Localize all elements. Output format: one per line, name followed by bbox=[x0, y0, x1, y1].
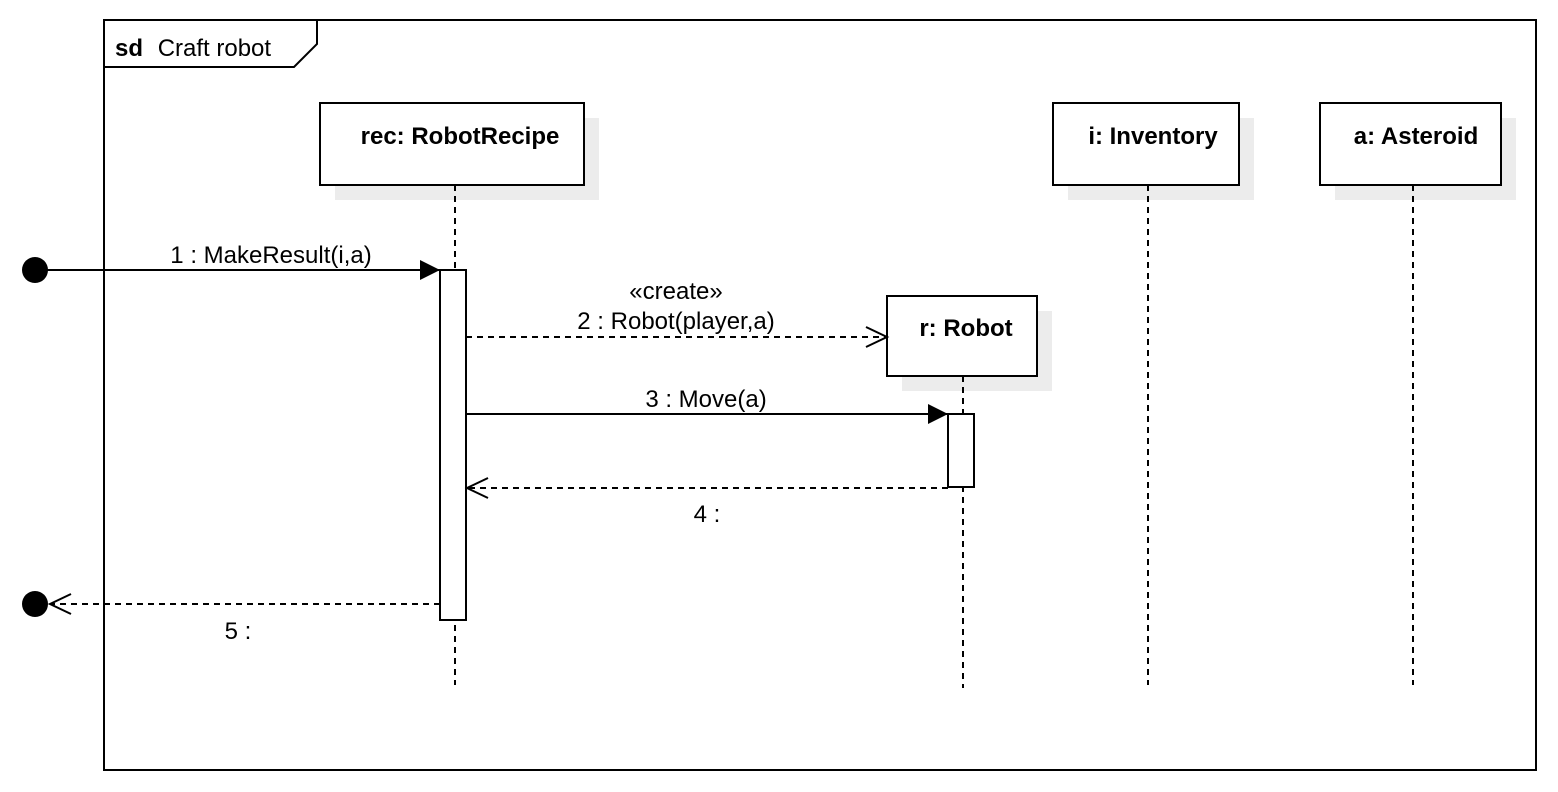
lifeline-robot-label: r: Robot bbox=[919, 315, 1012, 342]
activation-robot bbox=[947, 413, 975, 488]
message-5: 5 : bbox=[22, 591, 440, 645]
lifeline-asteroid-label: a: Asteroid bbox=[1354, 123, 1478, 150]
frame-name: Craft robot bbox=[158, 35, 272, 62]
lifeline-inventory: i: Inventory bbox=[1052, 102, 1254, 685]
frame-keyword: sd bbox=[115, 35, 143, 62]
lifeline-rec: rec: RobotRecipe bbox=[319, 102, 599, 685]
message-4-label: 4 : bbox=[694, 501, 721, 528]
lost-message-dot bbox=[22, 591, 48, 617]
lifeline-inventory-label: i: Inventory bbox=[1088, 123, 1218, 150]
activation-rec bbox=[439, 269, 467, 621]
lifeline-rec-label: rec: RobotRecipe bbox=[361, 123, 560, 150]
message-1: 1 : MakeResult(i,a) bbox=[22, 242, 440, 283]
message-4: 4 : bbox=[464, 477, 948, 528]
lifeline-robot: r: Robot bbox=[886, 295, 1052, 688]
lifeline-asteroid: a: Asteroid bbox=[1319, 102, 1516, 685]
message-3-label: 3 : Move(a) bbox=[645, 386, 766, 413]
message-2-stereotype: «create» bbox=[629, 278, 722, 305]
message-5-label: 5 : bbox=[225, 618, 252, 645]
message-3: 3 : Move(a) bbox=[466, 386, 948, 424]
message-2-label: 2 : Robot(player,a) bbox=[577, 308, 774, 335]
message-1-label: 1 : MakeResult(i,a) bbox=[170, 242, 371, 269]
svg-text:sd Craft robot: sd Craft robot bbox=[115, 35, 271, 62]
message-2: «create» 2 : Robot(player,a) bbox=[466, 278, 890, 348]
diagram-frame: sd Craft robot bbox=[103, 19, 1537, 771]
